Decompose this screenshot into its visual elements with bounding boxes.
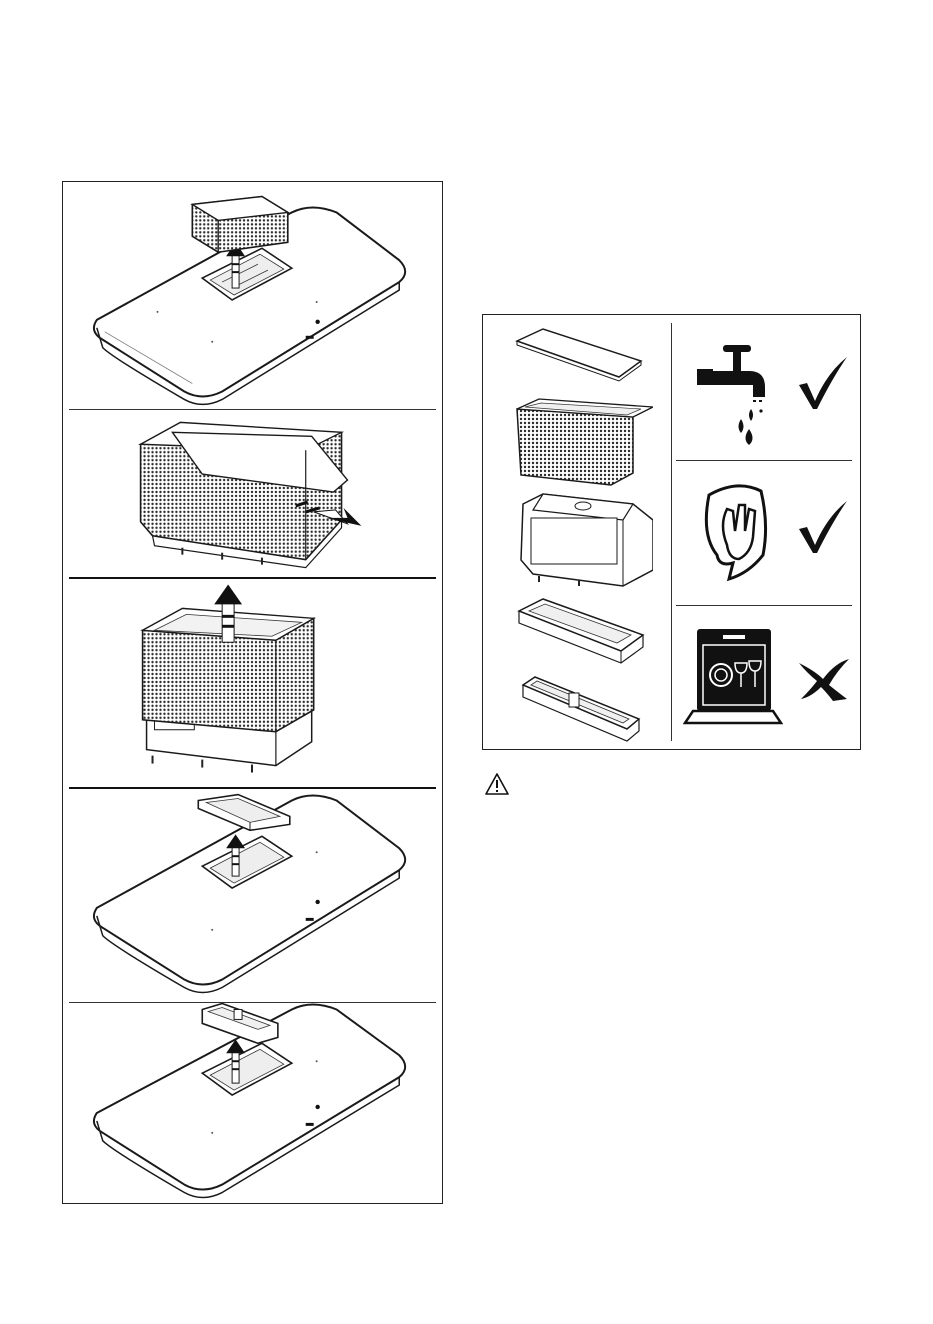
check-mark-icon xyxy=(793,497,851,557)
remove-filter-frame-illustration xyxy=(63,790,442,1000)
cell-divider xyxy=(676,605,852,606)
cell-divider xyxy=(676,460,852,461)
drip-tray-icon xyxy=(503,671,653,743)
warning-triangle-icon xyxy=(484,772,510,796)
right-figure-frame xyxy=(482,314,861,750)
dishwasher-icon xyxy=(683,625,783,725)
hand-cloth-wipe-icon xyxy=(689,475,789,585)
filter-frame-icon xyxy=(503,595,653,675)
filter-housing-icon xyxy=(503,490,653,590)
lift-filter-mesh-illustration xyxy=(63,580,442,785)
filter-cover-icon xyxy=(503,323,653,393)
water-tap-icon xyxy=(689,335,789,445)
slide-out-filter-cover-illustration xyxy=(63,410,442,576)
cross-mark-icon xyxy=(793,653,851,703)
remove-grease-filter-illustration xyxy=(63,182,442,408)
step-divider xyxy=(69,787,436,789)
filter-mesh-icon xyxy=(503,393,653,488)
column-divider xyxy=(671,323,672,741)
check-mark-icon xyxy=(793,353,851,413)
remove-drip-tray-illustration xyxy=(63,1003,442,1203)
left-figure-frame xyxy=(62,181,443,1204)
step-divider xyxy=(69,577,436,579)
